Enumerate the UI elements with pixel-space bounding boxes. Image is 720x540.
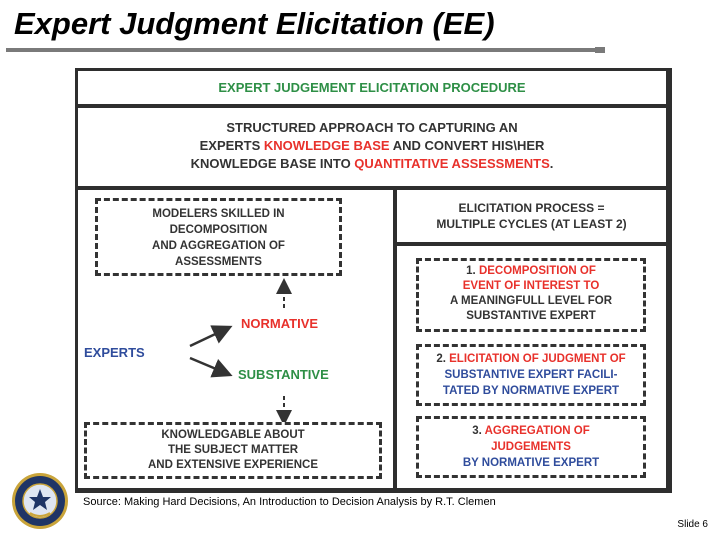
modelers-line: ASSESSMENTS bbox=[175, 256, 262, 268]
intro-text-2: EXPERTS bbox=[199, 138, 264, 153]
substantive-label: SUBSTANTIVE bbox=[238, 367, 329, 382]
process-line: MULTIPLE CYCLES (AT LEAST 2) bbox=[436, 217, 627, 231]
step-1-line-1: 1. DECOMPOSITION OF bbox=[419, 265, 643, 277]
navy-seal-logo bbox=[12, 473, 68, 529]
step-1-line: EVENT OF INTEREST TO bbox=[462, 280, 600, 292]
knowledgable-box: KNOWLEDGABLE ABOUT THE SUBJECT MATTER AN… bbox=[84, 422, 382, 479]
step-1-number: 1. bbox=[466, 265, 479, 277]
knowledge-base-highlight: KNOWLEDGE BASE bbox=[263, 138, 390, 153]
step-1-box: 1. DECOMPOSITION OF EVENT OF INTEREST TO… bbox=[416, 258, 646, 332]
step-3-box: 3. AGGREGATION OF JUDGEMENTS BY NORMATIV… bbox=[416, 416, 646, 478]
step-3-line: BY NORMATIVE EXPERT bbox=[462, 457, 600, 469]
intro-line-2: EXPERTS KNOWLEDGE BASE AND CONVERT HIS\H… bbox=[78, 138, 666, 153]
modelers-line: AND AGGREGATION OF bbox=[152, 240, 285, 252]
step-2-box: 2. ELICITATION OF JUDGMENT OF SUBSTANTIV… bbox=[416, 344, 646, 406]
step-2-text: ELICITATION OF JUDGMENT OF bbox=[449, 353, 626, 365]
slide-number: Slide 6 bbox=[677, 519, 708, 530]
modelers-line: MODELERS SKILLED IN bbox=[152, 208, 285, 220]
diagram-header: EXPERT JUDGEMENT ELICITATION PROCEDURE bbox=[218, 80, 526, 95]
process-panel: ELICITATION PROCESS = MULTIPLE CYCLES (A… bbox=[397, 190, 666, 242]
step-3-line: JUDGEMENTS bbox=[491, 441, 571, 453]
intro-line-3: KNOWLEDGE BASE INTO QUANTITATIVE ASSESSM… bbox=[78, 156, 666, 171]
elicitation-diagram: EXPERT JUDGEMENT ELICITATION PROCEDURE S… bbox=[75, 68, 672, 508]
process-line: ELICITATION PROCESS = bbox=[458, 201, 605, 215]
arrow-to-normative bbox=[189, 325, 233, 348]
step-2-line: SUBSTANTIVE EXPERT FACILI- bbox=[444, 369, 618, 381]
step-1-line: SUBSTANTIVE EXPERT bbox=[466, 310, 596, 322]
step-3-line-1: 3. AGGREGATION OF bbox=[419, 425, 643, 437]
source-caption: Source: Making Hard Decisions, An Introd… bbox=[83, 496, 496, 508]
step-2-number: 2. bbox=[436, 353, 450, 365]
step-1-text: DECOMPOSITION OF bbox=[478, 265, 596, 277]
step-1-line: A MEANINGFULL LEVEL FOR bbox=[449, 295, 613, 307]
connector-arrows bbox=[189, 278, 292, 426]
step-2-line: TATED BY NORMATIVE EXPERT bbox=[442, 385, 620, 397]
knowledgable-line: KNOWLEDGABLE ABOUT bbox=[161, 429, 305, 441]
step-3-text: AGGREGATION OF bbox=[484, 425, 590, 437]
step-3-number: 3. bbox=[472, 425, 485, 437]
intro-line-1: STRUCTURED APPROACH TO CAPTURING AN bbox=[78, 120, 666, 135]
intro-text-1: STRUCTURED APPROACH TO CAPTURING AN bbox=[226, 120, 518, 135]
steps-panel: 1. DECOMPOSITION OF EVENT OF INTEREST TO… bbox=[397, 246, 666, 488]
modelers-box: MODELERS SKILLED IN DECOMPOSITION AND AG… bbox=[95, 198, 342, 276]
experts-label: EXPERTS bbox=[84, 345, 145, 360]
diagram-header-panel: EXPERT JUDGEMENT ELICITATION PROCEDURE bbox=[78, 71, 666, 104]
knowledgable-line: THE SUBJECT MATTER bbox=[167, 444, 299, 456]
quantitative-assessments-highlight: QUANTITATIVE ASSESSMENTS bbox=[354, 156, 550, 171]
intro-text-5: . bbox=[549, 156, 554, 171]
arrow-to-substantive bbox=[189, 356, 233, 378]
title-underline-end bbox=[595, 47, 605, 53]
slide-title: Expert Judgment Elicitation (EE) bbox=[14, 6, 495, 41]
modelers-line: DECOMPOSITION bbox=[169, 224, 268, 236]
knowledgable-line: AND EXTENSIVE EXPERIENCE bbox=[148, 459, 318, 471]
step-2-line-1: 2. ELICITATION OF JUDGMENT OF bbox=[419, 353, 643, 365]
title-underline bbox=[6, 48, 602, 52]
intro-panel: STRUCTURED APPROACH TO CAPTURING AN EXPE… bbox=[78, 108, 666, 186]
intro-text-4: KNOWLEDGE BASE INTO bbox=[190, 156, 355, 171]
normative-label: NORMATIVE bbox=[241, 316, 319, 331]
intro-text-3: AND CONVERT HIS\HER bbox=[389, 138, 545, 153]
left-panel: MODELERS SKILLED IN DECOMPOSITION AND AG… bbox=[78, 190, 393, 488]
